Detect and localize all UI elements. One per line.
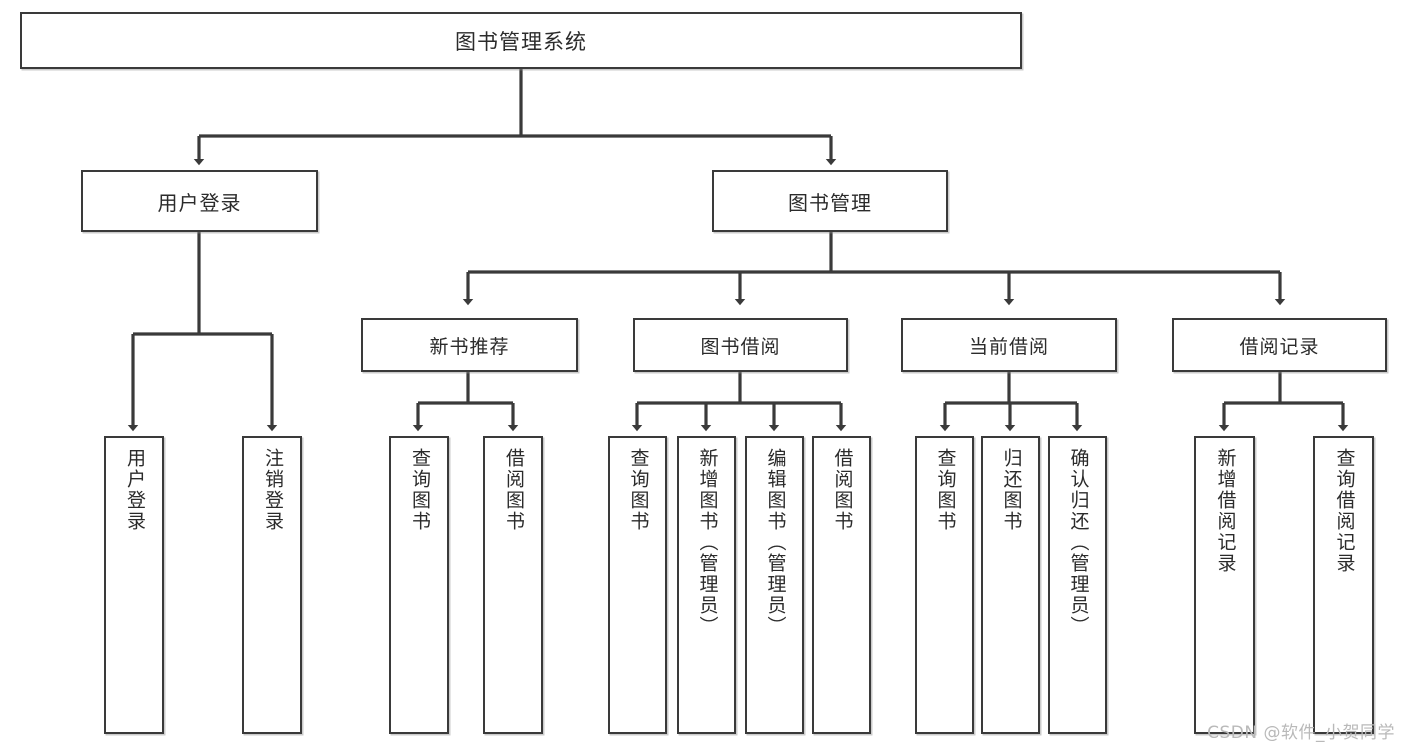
leaf-user-login-signin[interactable]: 用户登录 (104, 436, 164, 734)
leaf-current-confirm-return-label: 确认归还（管理员） (1067, 448, 1090, 637)
leaf-borrow-add-book-label: 新增图书（管理员） (696, 448, 719, 637)
leaf-new-book-query-label: 查询图书 (408, 448, 431, 532)
leaf-new-book-query[interactable]: 查询图书 (389, 436, 449, 734)
leaf-user-login-signin-label: 用户登录 (123, 448, 146, 532)
node-root-label: 图书管理系统 (455, 29, 587, 54)
node-borrow-record-label: 借阅记录 (1239, 335, 1320, 358)
leaf-current-query-book-label: 查询图书 (934, 448, 957, 532)
leaf-borrow-query-book-label: 查询图书 (627, 448, 650, 532)
leaf-current-return-book[interactable]: 归还图书 (981, 436, 1040, 734)
leaf-borrow-edit-book[interactable]: 编辑图书（管理员） (745, 436, 804, 734)
node-user-login[interactable]: 用户登录 (81, 170, 318, 232)
leaf-new-book-borrow-label: 借阅图书 (502, 448, 525, 532)
leaf-current-query-book[interactable]: 查询图书 (915, 436, 974, 734)
leaf-borrow-borrow-book-label: 借阅图书 (831, 448, 854, 532)
leaf-borrow-query-book[interactable]: 查询图书 (608, 436, 667, 734)
node-new-book-recommend[interactable]: 新书推荐 (361, 318, 578, 372)
leaf-record-add[interactable]: 新增借阅记录 (1194, 436, 1255, 734)
leaf-borrow-borrow-book[interactable]: 借阅图书 (812, 436, 871, 734)
node-current-borrow[interactable]: 当前借阅 (901, 318, 1117, 372)
leaf-borrow-add-book[interactable]: 新增图书（管理员） (677, 436, 736, 734)
leaf-user-login-signout[interactable]: 注销登录 (242, 436, 302, 734)
node-book-borrow[interactable]: 图书借阅 (633, 318, 848, 372)
node-book-management[interactable]: 图书管理 (712, 170, 948, 232)
node-user-login-label: 用户登录 (157, 190, 242, 215)
node-new-book-recommend-label: 新书推荐 (429, 335, 510, 358)
node-root[interactable]: 图书管理系统 (20, 12, 1022, 69)
csdn-watermark: CSDN @软件_小贺同学 (1207, 723, 1395, 743)
leaf-record-add-label: 新增借阅记录 (1214, 448, 1237, 574)
node-borrow-record[interactable]: 借阅记录 (1172, 318, 1387, 372)
leaf-current-return-book-label: 归还图书 (1000, 448, 1023, 532)
leaf-user-login-signout-label: 注销登录 (261, 448, 284, 532)
leaf-borrow-edit-book-label: 编辑图书（管理员） (764, 448, 787, 637)
node-book-management-label: 图书管理 (788, 190, 872, 215)
leaf-current-confirm-return[interactable]: 确认归还（管理员） (1048, 436, 1107, 734)
leaf-record-query[interactable]: 查询借阅记录 (1313, 436, 1374, 734)
leaf-new-book-borrow[interactable]: 借阅图书 (483, 436, 543, 734)
leaf-record-query-label: 查询借阅记录 (1333, 448, 1356, 574)
node-current-borrow-label: 当前借阅 (968, 335, 1049, 358)
node-book-borrow-label: 图书借阅 (700, 335, 781, 358)
